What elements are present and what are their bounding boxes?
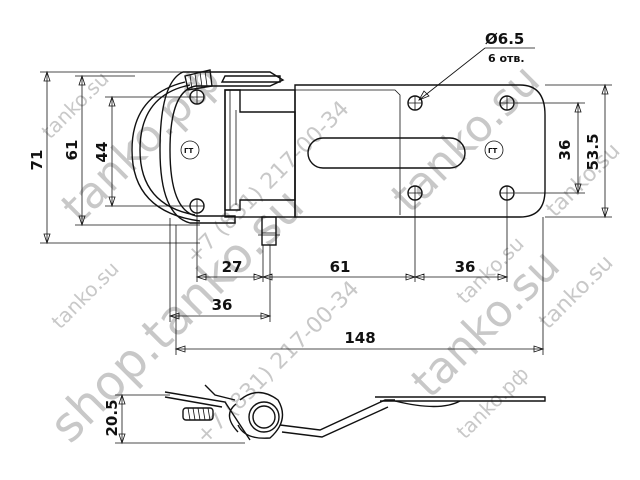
- dim-lines-left: [40, 70, 200, 245]
- watermark-tanko-su: tanko.su: [37, 66, 114, 143]
- brand-logo-text: ГТ: [184, 147, 193, 155]
- dim-61-vertical: 61: [63, 140, 81, 161]
- dim-20-5: 20.5: [103, 399, 121, 436]
- plate-top-view: ГТ ГТ: [131, 69, 546, 246]
- dim-lines-horizontal: [168, 200, 545, 355]
- watermark-layer: tanko.su tanko.рф tanko.su shop.tanko.su…: [37, 54, 626, 453]
- dim-36-horizontal: 36: [455, 258, 476, 276]
- dim-27: 27: [222, 258, 243, 276]
- hole-callout: [418, 47, 535, 101]
- dim-36-lower: 36: [212, 296, 233, 314]
- dim-36-vertical: 36: [556, 140, 574, 161]
- brand-logo: ГТ: [180, 140, 200, 160]
- brand-logo-text: ГТ: [488, 147, 497, 155]
- dim-lines-right: [515, 83, 612, 219]
- dim-53-5: 53.5: [584, 133, 602, 170]
- hole-diameter-label: Ø6.5: [485, 30, 524, 48]
- watermark-tanko-su: tanko.su: [47, 256, 124, 333]
- spring: [184, 69, 213, 91]
- dim-61-horizontal: 61: [330, 258, 351, 276]
- hole-count-label: 6 отв.: [488, 52, 525, 65]
- brand-logo: ГТ: [484, 140, 504, 160]
- dim-71: 71: [28, 150, 46, 171]
- side-view: [115, 384, 546, 445]
- dim-148: 148: [344, 329, 375, 347]
- dim-44: 44: [93, 142, 111, 163]
